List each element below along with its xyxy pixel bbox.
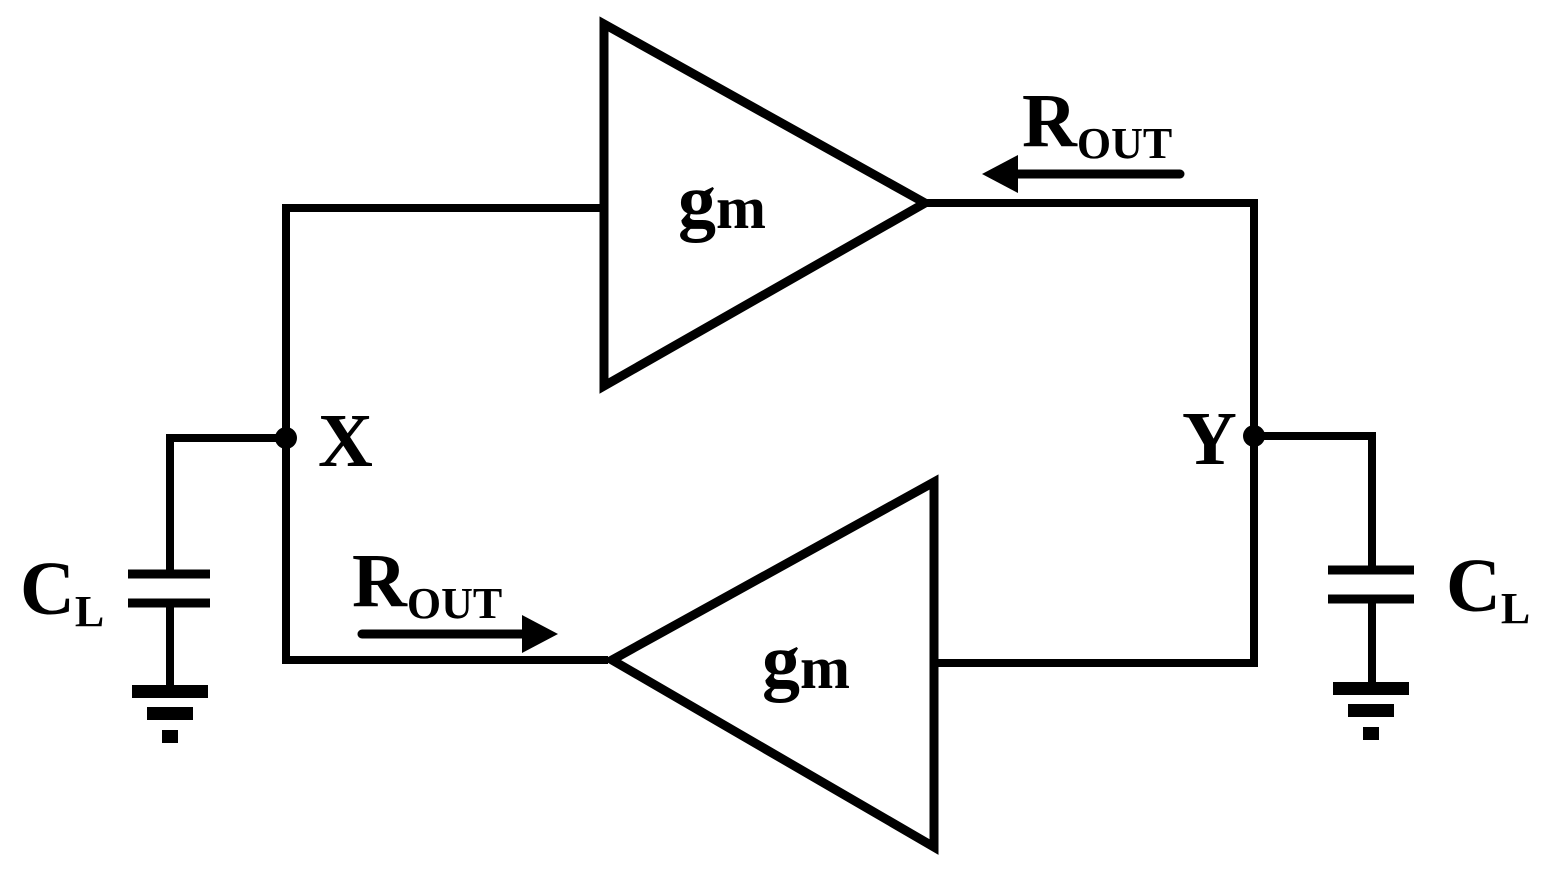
bottom-amplifier-label: gm: [762, 619, 850, 703]
right-capacitor: [1250, 432, 1414, 692]
right-capacitor-label: CL: [1446, 544, 1530, 633]
left-capacitor: [128, 434, 290, 694]
right-ground-icon: [1333, 682, 1409, 740]
bottom-rout-label: ROUT: [352, 539, 502, 628]
bottom-rout-arrow: [357, 615, 558, 653]
top-amplifier-label: gm: [678, 159, 766, 243]
top-rout-arrow: [982, 155, 1185, 193]
left-ground-icon: [132, 685, 208, 743]
wire-x-to-top-amp: [282, 204, 606, 442]
node-y-label: Y: [1182, 397, 1237, 481]
top-amplifier: [599, 16, 935, 394]
wire-y-to-bottom-amp: [934, 432, 1258, 667]
left-capacitor-label: CL: [20, 547, 104, 636]
bottom-amplifier: [602, 474, 939, 855]
node-x-label: X: [318, 399, 373, 483]
wire-bottom-amp-to-x: [282, 434, 608, 664]
wire-top-amp-to-y: [926, 199, 1258, 440]
top-rout-label: ROUT: [1022, 79, 1172, 168]
